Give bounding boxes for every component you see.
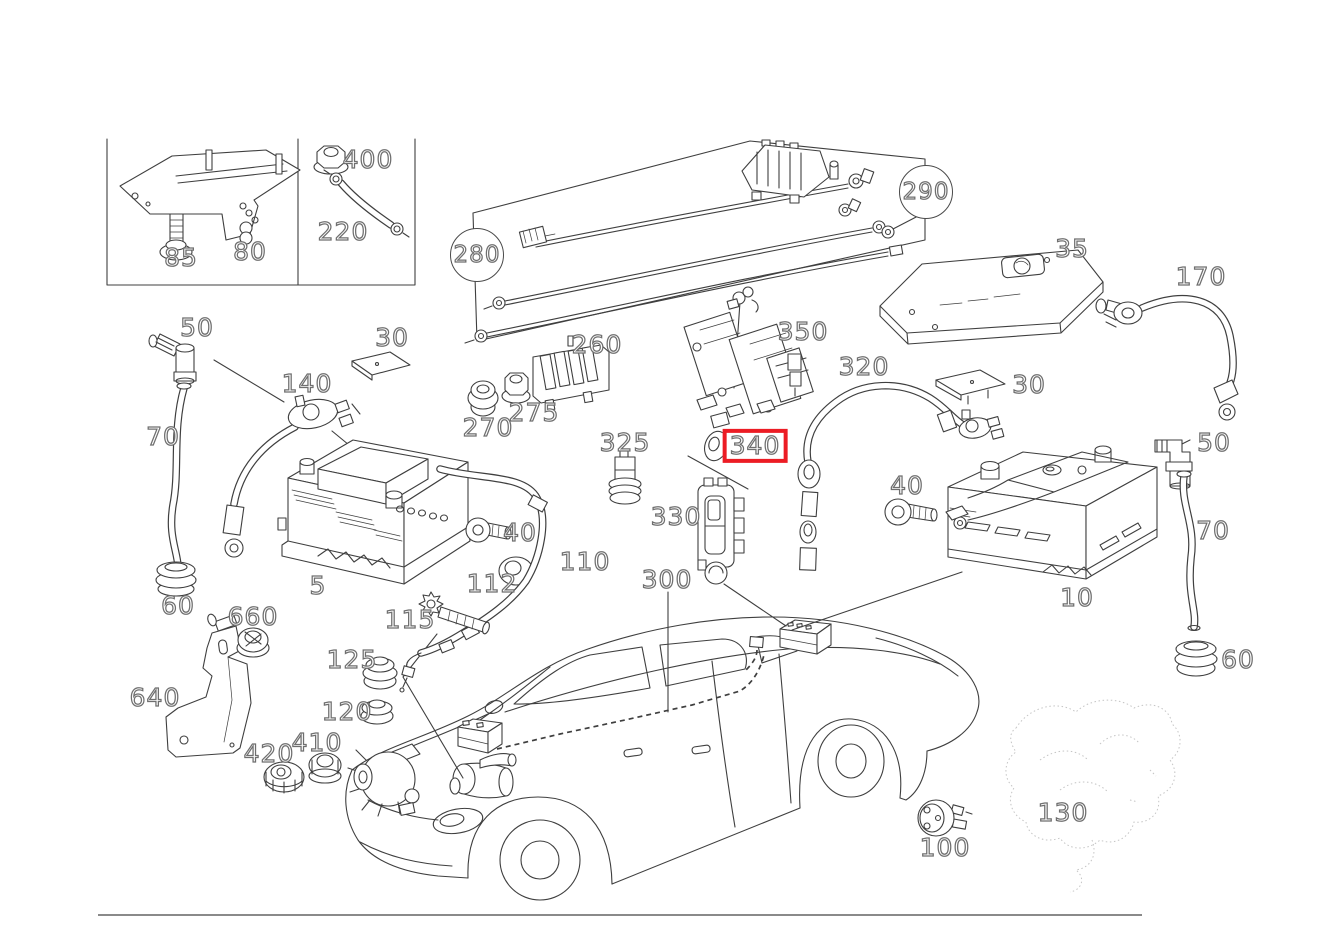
part-label-50-left[interactable]: 50 xyxy=(179,312,214,342)
part-label-660[interactable]: 660 xyxy=(227,601,279,631)
part-label-30-left[interactable]: 30 xyxy=(374,322,409,352)
part-nut-275[interactable] xyxy=(501,372,531,404)
part-strap-220[interactable] xyxy=(323,169,410,238)
part-battery-10[interactable] xyxy=(945,445,1158,580)
part-nut-400[interactable] xyxy=(313,145,349,175)
part-label-140[interactable]: 140 xyxy=(281,368,333,398)
part-label-120[interactable]: 120 xyxy=(321,696,373,726)
part-label-70-right[interactable]: 70 xyxy=(1195,515,1230,545)
part-connector-330[interactable] xyxy=(697,477,745,585)
part-label-300[interactable]: 300 xyxy=(641,564,693,594)
part-label-40-right[interactable]: 40 xyxy=(889,470,924,500)
panel-frames xyxy=(106,138,416,286)
small-battery-illustration xyxy=(457,718,503,754)
part-label-60-left[interactable]: 60 xyxy=(160,590,195,620)
part-label-220[interactable]: 220 xyxy=(317,216,369,246)
part-nut-420[interactable] xyxy=(263,761,305,794)
part-label-640[interactable]: 640 xyxy=(129,682,181,712)
part-grommet-270[interactable] xyxy=(467,380,499,417)
fuse-block-illustration xyxy=(741,139,839,204)
part-label-100[interactable]: 100 xyxy=(919,832,971,862)
part-label-80[interactable]: 80 xyxy=(232,236,267,266)
part-bracket-640[interactable] xyxy=(165,613,252,758)
part-label-270[interactable]: 270 xyxy=(462,412,514,442)
part-label-320[interactable]: 320 xyxy=(838,351,890,381)
part-horn-connector-100[interactable] xyxy=(917,799,973,837)
wiring-harness-300[interactable] xyxy=(496,619,832,750)
part-bolt-40-left[interactable] xyxy=(465,517,512,543)
part-label-325[interactable]: 325 xyxy=(599,427,651,457)
part-vent-hose-70-right[interactable] xyxy=(1176,470,1201,632)
part-vent-hose-70-left[interactable] xyxy=(167,382,192,571)
part-bolt-115[interactable] xyxy=(418,591,491,635)
part-label-10[interactable]: 10 xyxy=(1059,582,1094,612)
part-nut-660[interactable] xyxy=(236,627,270,658)
part-label-112[interactable]: 112 xyxy=(466,568,518,598)
part-bolt-40-right[interactable] xyxy=(884,498,938,526)
part-vent-elbow-50-left[interactable] xyxy=(148,333,197,385)
part-label-130[interactable]: 130 xyxy=(1037,797,1089,827)
part-label-350[interactable]: 350 xyxy=(777,316,829,346)
part-label-35[interactable]: 35 xyxy=(1054,233,1089,263)
trunk-battery-illustration xyxy=(779,619,832,655)
engine-compartment-parts xyxy=(347,718,517,817)
part-label-40-left[interactable]: 40 xyxy=(502,517,537,547)
part-label-410[interactable]: 410 xyxy=(291,727,343,757)
part-plate-30-left[interactable] xyxy=(351,351,411,381)
part-label-330[interactable]: 330 xyxy=(650,501,702,531)
part-bracket-85-80[interactable] xyxy=(119,149,301,261)
part-label-70-left[interactable]: 70 xyxy=(145,421,180,451)
part-label-275[interactable]: 275 xyxy=(508,397,560,427)
part-cable-170[interactable] xyxy=(1095,295,1239,421)
part-grommet-125[interactable] xyxy=(362,656,398,690)
part-cable-320[interactable] xyxy=(787,353,1005,571)
alternator-illustration xyxy=(347,743,421,817)
part-label-170[interactable]: 170 xyxy=(1175,261,1227,291)
part-label-400[interactable]: 400 xyxy=(342,144,394,174)
part-label-340[interactable]: 340 xyxy=(722,428,788,464)
part-cable-set-280-290[interactable] xyxy=(464,139,926,344)
part-fuse-strip-260[interactable] xyxy=(532,335,610,412)
part-label-30-right[interactable]: 30 xyxy=(1011,369,1046,399)
part-label-85[interactable]: 85 xyxy=(163,242,198,272)
part-label-420[interactable]: 420 xyxy=(243,738,295,768)
part-grommet-60-right[interactable] xyxy=(1174,640,1218,677)
part-label-280[interactable]: 280 xyxy=(450,228,504,282)
part-label-290[interactable]: 290 xyxy=(899,165,953,219)
part-battery-cover-35[interactable] xyxy=(879,249,1104,345)
part-label-60-right[interactable]: 60 xyxy=(1220,644,1255,674)
part-nut-410[interactable] xyxy=(308,752,342,784)
part-label-125[interactable]: 125 xyxy=(326,644,378,674)
part-battery-5[interactable] xyxy=(277,439,471,585)
part-terminal-clamp-140[interactable] xyxy=(222,394,361,558)
part-plug-325[interactable] xyxy=(608,449,642,505)
part-label-50-right[interactable]: 50 xyxy=(1196,427,1231,457)
part-label-115[interactable]: 115 xyxy=(384,604,436,634)
part-label-260[interactable]: 260 xyxy=(571,329,623,359)
page-bottom-rule xyxy=(98,914,1142,916)
part-label-5[interactable]: 5 xyxy=(309,570,327,600)
part-plate-30-right[interactable] xyxy=(935,369,1006,405)
engine-sketch-130 xyxy=(1005,699,1181,893)
part-grommet-60-left[interactable] xyxy=(155,561,197,597)
part-label-110[interactable]: 110 xyxy=(559,546,611,576)
part-grommet-120[interactable] xyxy=(360,699,394,725)
